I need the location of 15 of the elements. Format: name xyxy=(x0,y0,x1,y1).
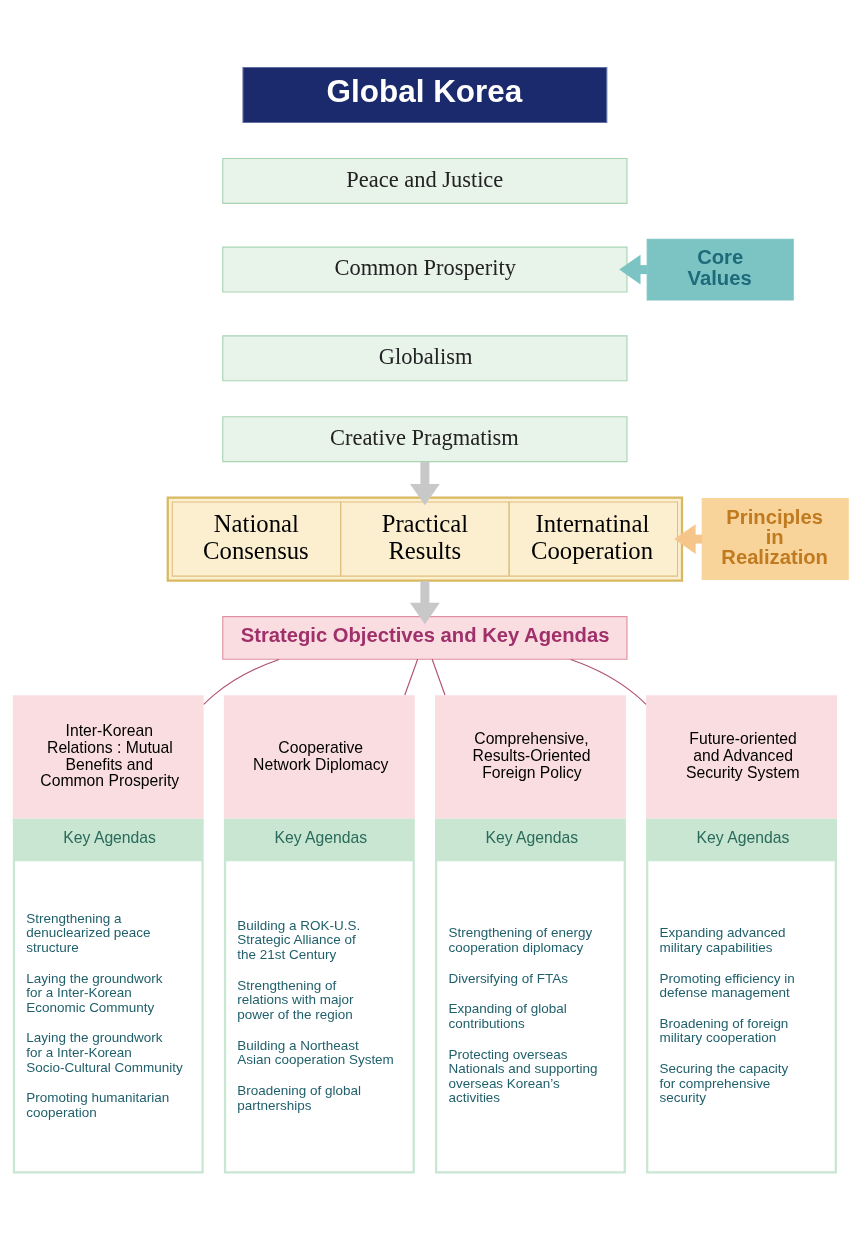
arrow xyxy=(409,580,440,624)
node-box: Creative Pragmatism xyxy=(222,415,628,462)
node-box: Global Korea xyxy=(242,66,608,123)
node-box: Strategic Objectives and Key Agendas xyxy=(222,615,628,660)
arrow xyxy=(409,461,440,505)
connector xyxy=(404,658,419,696)
connector xyxy=(570,658,647,705)
node-box: Globalism xyxy=(222,334,628,381)
node-box: Common Prosperity xyxy=(222,246,628,293)
node-box: Core Values xyxy=(646,238,794,300)
node-box: Peace and Justice xyxy=(222,157,628,204)
node-box: National Consensus Practical Results Internatinal Cooperation xyxy=(166,495,684,582)
node-box: Principles in Realization xyxy=(701,497,849,580)
connector xyxy=(203,658,280,705)
connector xyxy=(431,658,446,696)
